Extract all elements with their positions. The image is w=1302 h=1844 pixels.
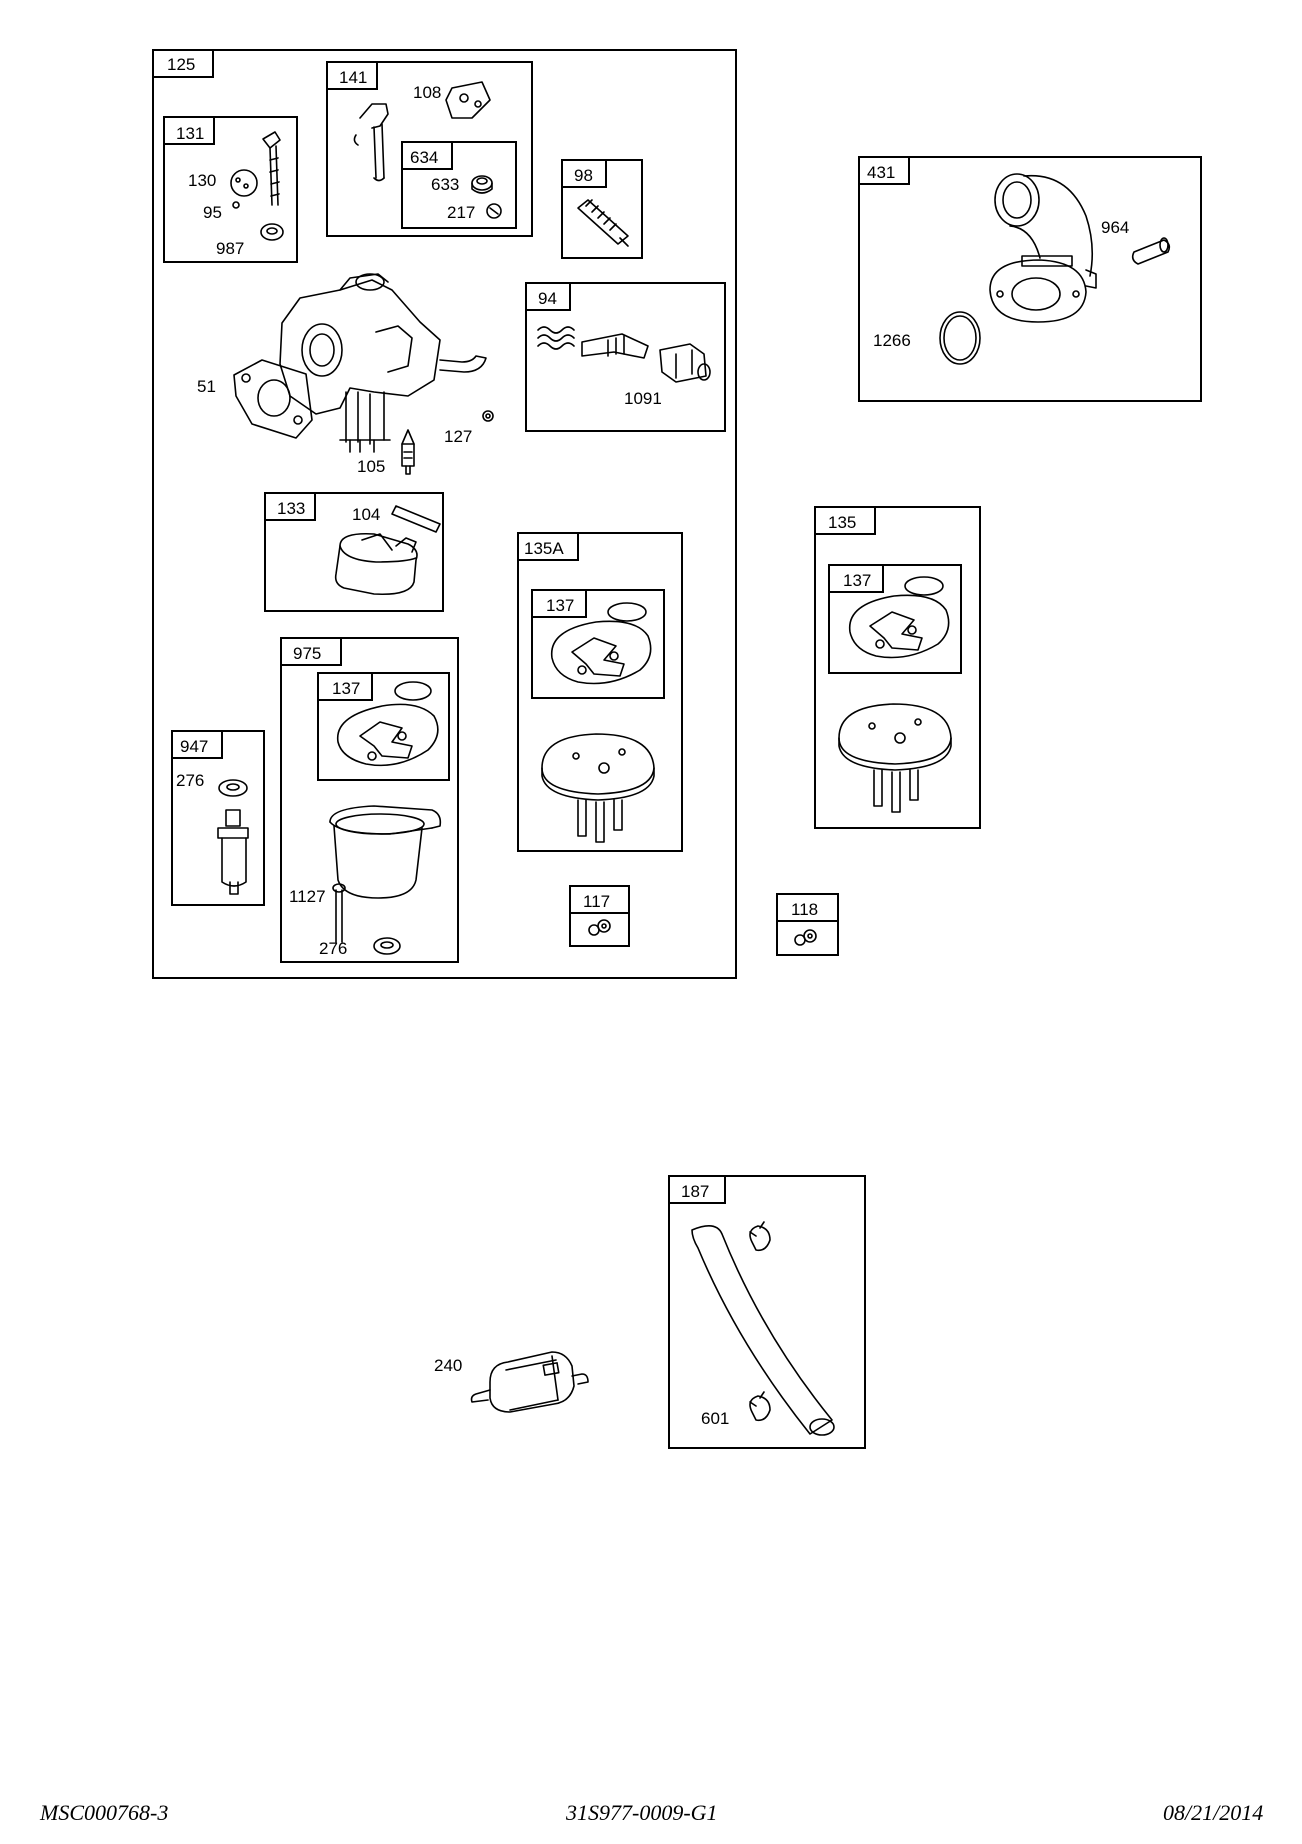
part-131-throttle-shaft bbox=[230, 131, 284, 241]
footer-document-id: MSC000768-3 bbox=[40, 1800, 169, 1825]
box-141-tag bbox=[326, 61, 378, 90]
part-118-fastener bbox=[794, 929, 817, 946]
callout-633: 633 bbox=[431, 175, 459, 194]
callout-1127: 1127 bbox=[289, 887, 326, 906]
box-135a-137-label: 137 bbox=[546, 596, 574, 615]
box-94-label: 94 bbox=[538, 289, 557, 308]
box-131-label: 131 bbox=[176, 124, 204, 143]
box-975-137-label: 137 bbox=[332, 679, 360, 698]
part-133-float bbox=[334, 505, 441, 596]
box-187-frame bbox=[668, 1175, 866, 1449]
box-135-137-frame bbox=[828, 564, 962, 674]
callout-127: 127 bbox=[444, 427, 472, 446]
box-125-tag bbox=[152, 49, 214, 78]
part-98-idle-screw bbox=[577, 199, 629, 247]
callout-217: 217 bbox=[447, 203, 475, 222]
part-135a-plate bbox=[541, 733, 655, 843]
box-135-tag bbox=[814, 506, 876, 535]
box-975-frame bbox=[280, 637, 459, 963]
box-634-tag bbox=[401, 141, 453, 170]
callout-51: 51 bbox=[197, 377, 216, 396]
part-975-bowl bbox=[329, 805, 442, 955]
box-431-tag bbox=[858, 156, 910, 185]
box-125-frame bbox=[152, 49, 737, 979]
box-135a-137-frame bbox=[531, 589, 665, 699]
box-117-label: 117 bbox=[583, 892, 610, 911]
box-975-137-frame bbox=[317, 672, 450, 781]
part-carburetor-body bbox=[233, 273, 494, 475]
callout-130: 130 bbox=[188, 171, 216, 190]
footer-date: 08/21/2014 bbox=[1163, 1800, 1264, 1825]
box-133-tag bbox=[264, 492, 316, 521]
box-135-frame bbox=[814, 506, 981, 829]
box-135-137-label: 137 bbox=[843, 571, 871, 590]
part-947-fuel-solenoid bbox=[217, 779, 249, 895]
part-137-gasket-975 bbox=[336, 681, 439, 767]
box-634-frame bbox=[401, 141, 517, 229]
part-137-gasket-135a bbox=[550, 602, 652, 685]
box-135-label: 135 bbox=[828, 513, 856, 532]
part-240-fuel-filter bbox=[470, 1351, 589, 1413]
part-135-plate bbox=[838, 703, 952, 813]
box-135a-137-tag bbox=[531, 589, 587, 618]
callout-104: 104 bbox=[352, 505, 380, 524]
part-634-bushing bbox=[471, 175, 502, 219]
box-975-137-tag bbox=[317, 672, 373, 701]
box-187-tag bbox=[668, 1175, 726, 1204]
callout-601: 601 bbox=[701, 1409, 729, 1428]
box-947-tag bbox=[171, 730, 223, 759]
box-98-label: 98 bbox=[574, 166, 593, 185]
box-117-tag bbox=[569, 885, 630, 914]
box-118-tag bbox=[776, 893, 839, 922]
box-141-label: 141 bbox=[339, 68, 367, 87]
box-135a-tag bbox=[517, 532, 579, 561]
footer-model-number: 31S977-0009-G1 bbox=[566, 1800, 718, 1825]
callout-108: 108 bbox=[413, 83, 441, 102]
box-98-tag bbox=[561, 159, 607, 188]
box-131-tag bbox=[163, 116, 215, 145]
box-431-frame bbox=[858, 156, 1202, 402]
box-131-frame bbox=[163, 116, 298, 263]
box-431-label: 431 bbox=[867, 163, 895, 182]
callout-240: 240 bbox=[434, 1356, 462, 1375]
box-975-tag bbox=[280, 637, 342, 666]
box-135a-frame bbox=[517, 532, 683, 852]
part-94-solenoid bbox=[537, 326, 711, 383]
box-133-frame bbox=[264, 492, 444, 612]
box-975-label: 975 bbox=[293, 644, 321, 663]
callout-1091: 1091 bbox=[624, 389, 662, 408]
box-135-137-tag bbox=[828, 564, 884, 593]
box-133-label: 133 bbox=[277, 499, 305, 518]
box-947-label: 947 bbox=[180, 737, 208, 756]
box-141-frame bbox=[326, 61, 533, 237]
callout-95: 95 bbox=[203, 203, 222, 222]
box-94-frame bbox=[525, 282, 726, 432]
box-118-label: 118 bbox=[791, 900, 818, 919]
box-125-label: 125 bbox=[167, 55, 195, 74]
part-187-fuel-line bbox=[691, 1221, 835, 1436]
box-94-tag bbox=[525, 282, 571, 311]
box-135a-label: 135A bbox=[524, 539, 564, 558]
callout-105: 105 bbox=[357, 457, 385, 476]
callout-987: 987 bbox=[216, 239, 244, 258]
part-117-fastener bbox=[588, 919, 611, 936]
part-137-gasket-135 bbox=[848, 576, 950, 659]
box-187-label: 187 bbox=[681, 1182, 709, 1201]
callout-276-a: 276 bbox=[176, 771, 204, 790]
part-431-intake-elbow bbox=[939, 173, 1171, 365]
box-634-label: 634 bbox=[410, 148, 438, 167]
callout-276-b: 276 bbox=[319, 939, 347, 958]
part-141-choke-shaft bbox=[353, 81, 491, 182]
callout-1266: 1266 bbox=[873, 331, 911, 350]
callout-964: 964 bbox=[1101, 218, 1129, 237]
